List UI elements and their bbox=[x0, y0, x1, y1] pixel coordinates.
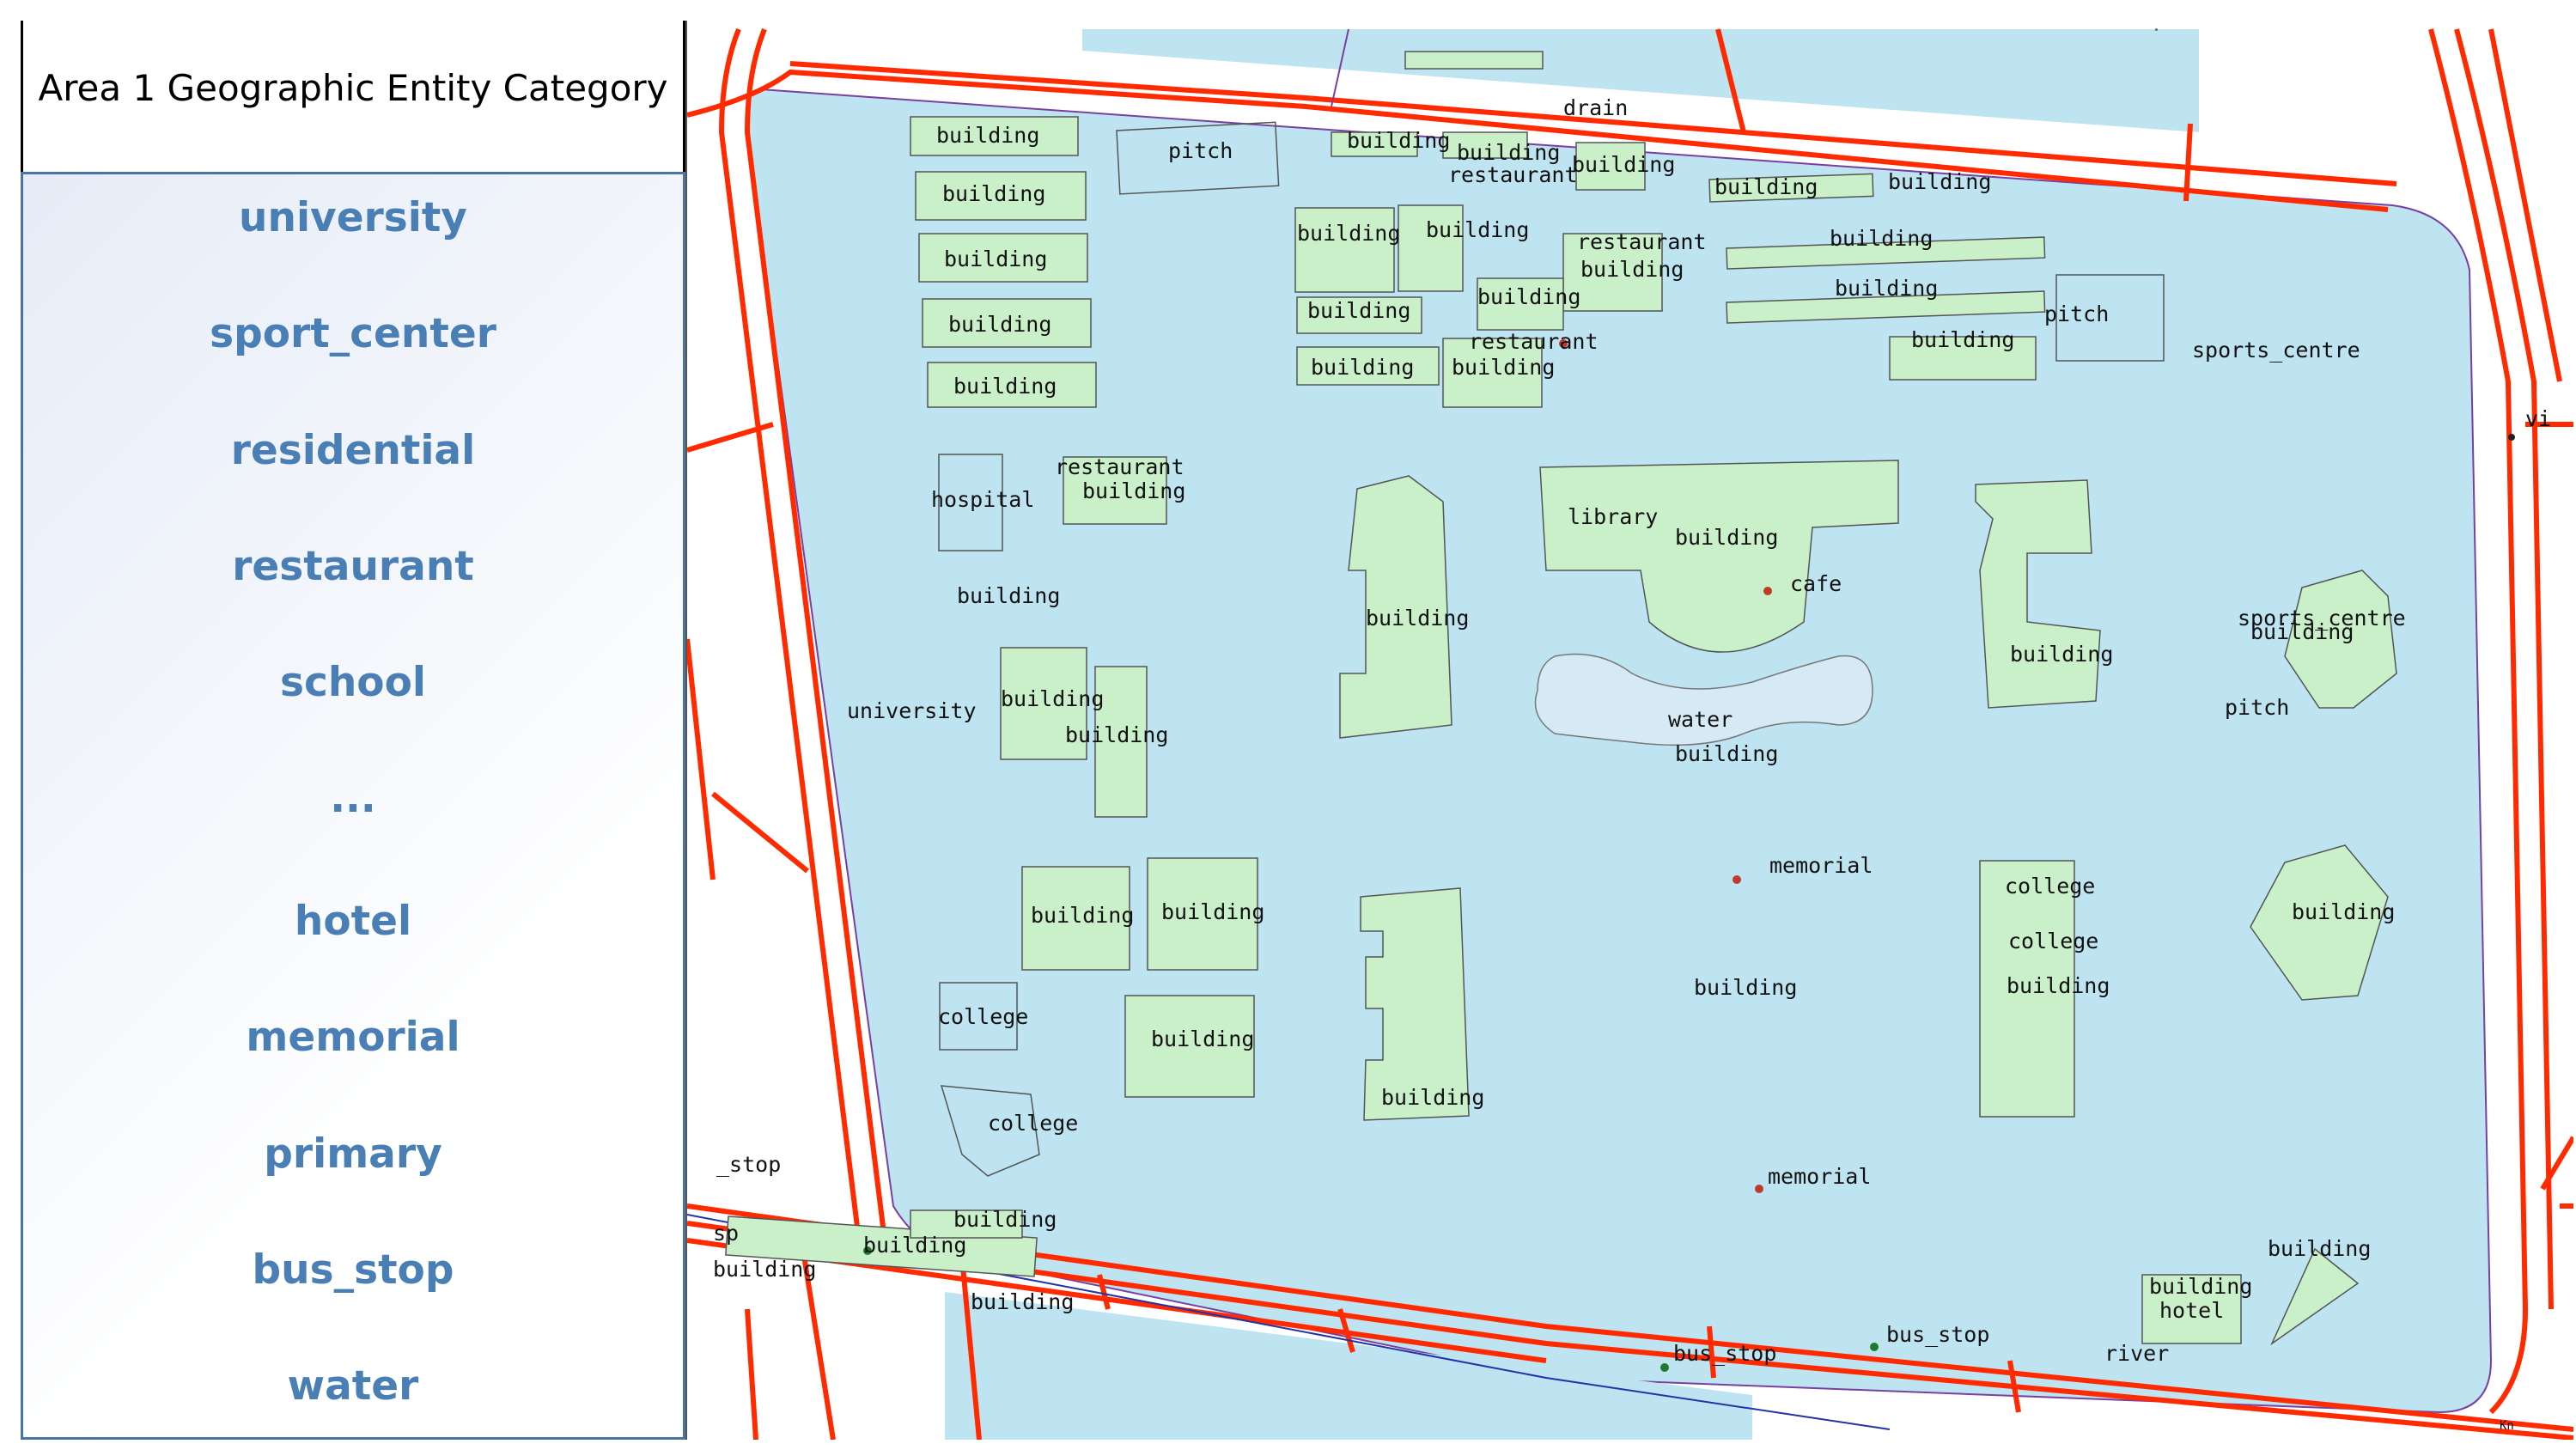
label-college: college bbox=[938, 1004, 1028, 1029]
label-edge-partial: Kn bbox=[2500, 1419, 2514, 1433]
category-item: sport_center bbox=[210, 310, 496, 357]
label-building: building bbox=[948, 312, 1051, 337]
lake bbox=[1534, 653, 1873, 746]
panel-header: Area 1 Geographic Entity Category bbox=[21, 21, 685, 172]
label-building: building bbox=[863, 1233, 966, 1258]
label-cafe: cafe bbox=[1790, 571, 1842, 596]
label-restaurant: restaurant bbox=[1448, 162, 1578, 187]
category-item: primary bbox=[264, 1130, 442, 1178]
label-building: building bbox=[1311, 355, 1414, 380]
label-building: building bbox=[1580, 257, 1684, 282]
category-item: restaurant bbox=[232, 543, 474, 590]
label-building: building bbox=[2250, 619, 2354, 644]
label-hospital: hospital bbox=[931, 487, 1034, 512]
category-item: residential bbox=[230, 427, 476, 474]
label-restaurant: restaurant bbox=[1469, 329, 1599, 354]
label-building: building bbox=[957, 583, 1060, 608]
category-panel: Area 1 Geographic Entity Category univer… bbox=[21, 21, 685, 1440]
label-building: building bbox=[1457, 140, 1560, 165]
label-building: building bbox=[1307, 298, 1410, 323]
label-building: building bbox=[953, 1207, 1057, 1232]
south-water-area bbox=[945, 1292, 1752, 1440]
label-building: building bbox=[1572, 152, 1675, 177]
label-water: water bbox=[1668, 707, 1733, 732]
label-pitch: pitch bbox=[1168, 138, 1233, 163]
label-building: building bbox=[1675, 525, 1778, 550]
label-college: college bbox=[2008, 929, 2098, 953]
label-building: building bbox=[1381, 1085, 1484, 1110]
label-building: building bbox=[1675, 741, 1778, 766]
category-item: bus_stop bbox=[252, 1246, 454, 1294]
label-pitch: pitch bbox=[2044, 302, 2109, 326]
label-building: building bbox=[1477, 284, 1580, 309]
label-sp-partial: sp bbox=[713, 1221, 739, 1246]
category-list: university sport_center residential rest… bbox=[21, 172, 685, 1440]
north-water-area bbox=[1082, 29, 2199, 132]
label-building: building bbox=[1366, 606, 1469, 631]
label-college: college bbox=[2005, 874, 2095, 899]
category-item: university bbox=[239, 194, 467, 241]
label-building: building bbox=[1835, 276, 1938, 301]
map-canvas[interactable]: drain pitch pitch pitch building buildin… bbox=[685, 21, 2576, 1441]
drain-line bbox=[1331, 28, 1349, 107]
category-item: water bbox=[287, 1362, 419, 1410]
label-building: building bbox=[2292, 899, 2395, 924]
label-building: building bbox=[1694, 975, 1797, 1000]
label-building: building bbox=[936, 123, 1039, 148]
label-building: building bbox=[953, 374, 1057, 399]
label-university: university bbox=[847, 698, 977, 723]
map-view[interactable]: drain pitch pitch pitch building buildin… bbox=[685, 21, 2576, 1441]
label-building: building bbox=[2007, 973, 2110, 998]
panel-title: Area 1 Geographic Entity Category bbox=[38, 67, 668, 109]
label-pitch: pitch bbox=[2225, 695, 2289, 720]
label-memorial: memorial bbox=[1768, 1164, 1871, 1189]
label-building: building bbox=[713, 1257, 816, 1282]
label-building: building bbox=[942, 181, 1045, 206]
label-building: building bbox=[1347, 128, 1450, 153]
label-restaurant: restaurant bbox=[1055, 454, 1184, 479]
label-memorial: memorial bbox=[1769, 853, 1873, 878]
category-item: hotel bbox=[294, 898, 412, 945]
label-building: building bbox=[1297, 221, 1400, 246]
label-building: building bbox=[1082, 478, 1185, 503]
label-building: building bbox=[971, 1289, 1074, 1314]
label-building: building bbox=[2149, 1274, 2252, 1299]
label-building: building bbox=[1911, 327, 2014, 352]
label-hotel: hotel bbox=[2159, 1298, 2224, 1323]
label-building: building bbox=[1714, 174, 1818, 199]
label-building: building bbox=[1426, 217, 1529, 242]
label-bus-stop: bus_stop bbox=[1886, 1322, 1989, 1347]
label-college: college bbox=[988, 1111, 1078, 1136]
label-bus-stop-partial: _stop bbox=[716, 1152, 781, 1177]
label-bus-stop: bus_stop bbox=[1673, 1341, 1776, 1366]
label-building: building bbox=[1888, 169, 1991, 194]
label-library: library bbox=[1568, 504, 1658, 529]
label-building: building bbox=[1452, 355, 1555, 380]
label-building: building bbox=[1830, 226, 1933, 251]
buildings bbox=[725, 51, 2397, 1346]
label-sports-centre: sports_centre bbox=[2192, 338, 2360, 362]
label-sports-centre: sports_centre bbox=[2238, 606, 2406, 631]
label-river: river bbox=[2104, 1341, 2169, 1366]
label-building: building bbox=[1161, 899, 1264, 924]
label-building: building bbox=[944, 247, 1047, 271]
label-building: building bbox=[1031, 903, 1134, 928]
category-item: ... bbox=[330, 775, 376, 822]
label-building: building bbox=[1151, 1027, 1254, 1051]
label-restaurant: restaurant bbox=[1577, 229, 1707, 254]
label-building: building bbox=[1001, 686, 1104, 711]
label-building: building bbox=[2010, 642, 2113, 667]
label-vi-partial: vi bbox=[2525, 406, 2551, 431]
label-building: building bbox=[1065, 722, 1168, 747]
outlined-areas bbox=[938, 28, 2165, 1177]
map-points bbox=[863, 339, 2515, 1372]
label-building: building bbox=[2268, 1236, 2371, 1261]
category-item: memorial bbox=[246, 1014, 460, 1061]
category-item: school bbox=[280, 659, 426, 706]
label-drain: drain bbox=[1563, 95, 1628, 120]
